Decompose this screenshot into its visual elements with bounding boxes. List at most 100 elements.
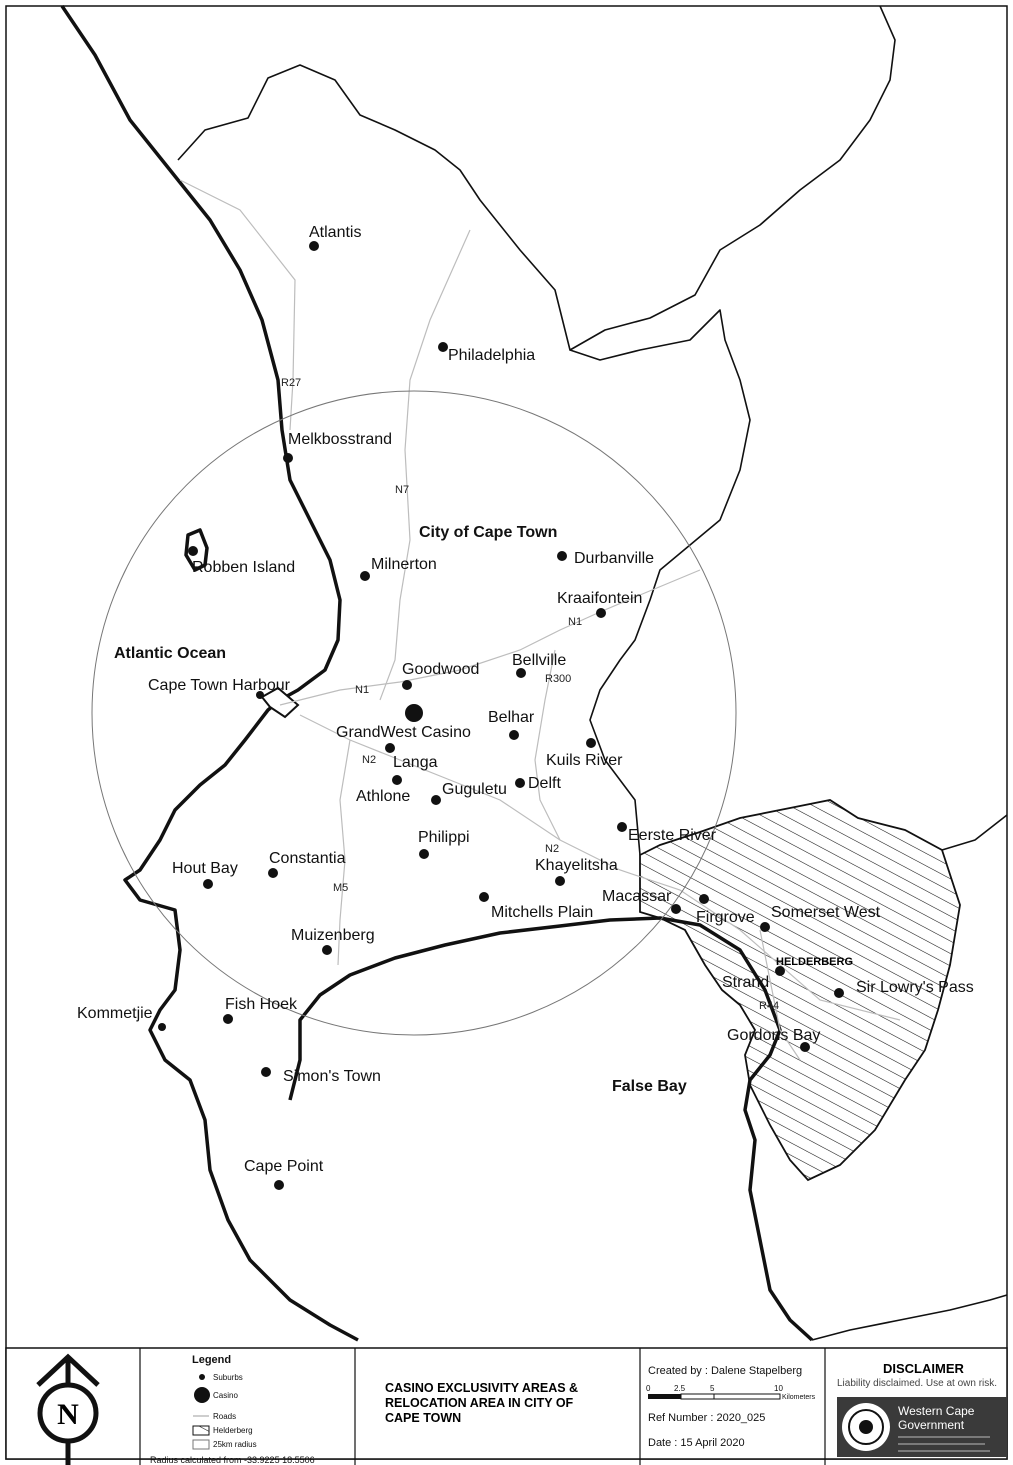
svg-text:N7: N7 [395,484,409,496]
place-grandwest-casino: GrandWest Casino [336,704,471,741]
svg-text:Casino: Casino [213,1391,238,1400]
svg-text:N1: N1 [355,684,369,696]
ref-number: Ref Number : 2020_025 [648,1412,765,1424]
place-melkbosstrand: Melkbosstrand [283,431,392,463]
svg-text:Kommetjie: Kommetjie [77,1005,153,1022]
svg-text:Guguletu: Guguletu [442,781,507,798]
svg-text:Belhar: Belhar [488,709,535,726]
svg-text:Muizenberg: Muizenberg [291,927,375,944]
place-sir-lowrys-pass: Sir Lowry's Pass [834,979,974,998]
svg-text:N2: N2 [545,843,559,855]
label-helderberg: HELDERBERG [776,956,853,968]
svg-text:Firgrove: Firgrove [696,909,755,926]
disclaimer-text: Liability disclaimed. Use at own risk. [837,1378,997,1389]
radius-25km [91,390,737,1036]
place-fish-hoek: Fish Hoek [223,996,298,1024]
place-langa: Langa [385,743,438,771]
svg-text:Goodwood: Goodwood [402,661,479,678]
svg-text:Kraaifontein: Kraaifontein [557,590,642,607]
place-eerste-river: Eerste River [617,822,717,844]
place-simons-town: Simon's Town [261,1067,381,1085]
svg-text:Macassar: Macassar [602,888,672,905]
road-network [179,179,901,1061]
scale-bar: 0 2.5 5 10 Kilometers [646,1384,816,1401]
svg-text:Suburbs: Suburbs [213,1373,243,1382]
false-bay-coastline [288,916,814,1342]
place-muizenberg: Muizenberg [291,927,375,955]
municipal-border-east [569,309,751,856]
place-macassar: Macassar [602,888,681,914]
road-labels: R27 N7 N1 N1 R300 N2 N2 M5 R44 [281,377,779,1012]
svg-text:Mitchells Plain: Mitchells Plain [491,904,593,921]
place-cape-town-harbour: Cape Town Harbour [148,677,291,699]
svg-text:Cape Point: Cape Point [244,1158,324,1175]
harbour-shape [260,686,300,719]
svg-text:R44: R44 [759,1000,779,1012]
place-markers: Atlantis Philadelphia Melkbosstrand Robb… [77,224,974,1190]
svg-text:Sir Lowry's Pass: Sir Lowry's Pass [856,979,974,996]
svg-text:N2: N2 [362,754,376,766]
robben-island-shape [184,528,209,572]
svg-text:5: 5 [710,1384,715,1393]
place-kommetjie: Kommetjie [77,1005,166,1031]
svg-text:Eerste River: Eerste River [628,827,717,844]
svg-text:Cape Town Harbour: Cape Town Harbour [148,677,291,694]
svg-text:Melkbosstrand: Melkbosstrand [288,431,392,448]
svg-text:R300: R300 [545,673,571,685]
svg-text:Government: Government [898,1418,965,1432]
svg-text:Western Cape: Western Cape [898,1404,975,1418]
helderberg-area [639,799,961,1182]
title-block: N Legend Suburbs Casino Roads Helderberg… [5,1347,1008,1465]
place-philadelphia: Philadelphia [438,342,535,364]
svg-text:Kuils River: Kuils River [546,752,623,769]
place-khayelitsha: Khayelitsha [535,857,618,886]
legend: Legend Suburbs Casino Roads Helderberg 2… [150,1354,315,1465]
svg-text:Atlantis: Atlantis [309,224,361,241]
place-hout-bay: Hout Bay [172,860,238,889]
place-delft: Delft [515,775,561,792]
municipal-border [177,5,896,351]
place-somerset-west: Somerset West [760,904,881,932]
svg-text:Philippi: Philippi [418,829,470,846]
svg-text:Simon's Town: Simon's Town [283,1068,381,1085]
place-robben-island: Robben Island [188,546,295,576]
place-strand: Strand [722,966,785,991]
svg-text:Durbanville: Durbanville [574,550,654,567]
svg-text:Somerset West: Somerset West [771,904,881,921]
svg-text:Legend: Legend [192,1354,231,1366]
svg-text:2.5: 2.5 [674,1384,686,1393]
svg-text:N: N [57,1398,79,1431]
regional-border-east [941,814,1008,851]
svg-text:Bellville: Bellville [512,652,566,669]
place-guguletu: Guguletu [431,781,507,805]
date: Date : 15 April 2020 [648,1437,745,1449]
place-philippi: Philippi [418,829,470,859]
svg-text:M5: M5 [333,882,348,894]
svg-text:Langa: Langa [393,754,438,771]
svg-text:Roads: Roads [213,1412,236,1421]
place-kuils-river: Kuils River [546,738,623,769]
svg-text:Philadelphia: Philadelphia [448,347,535,364]
atlantic-coastline [60,5,359,1342]
svg-text:Strand: Strand [722,974,769,991]
place-milnerton: Milnerton [360,556,437,581]
disclaimer-heading: DISCLAIMER [883,1361,965,1376]
svg-text:Radius calculated from -33.922: Radius calculated from -33.9225 18.5506 [150,1455,315,1465]
svg-text:Khayelitsha: Khayelitsha [535,857,618,874]
label-city: City of Cape Town [419,524,557,541]
svg-text:GrandWest Casino: GrandWest Casino [336,724,471,741]
svg-text:Gordons Bay: Gordons Bay [727,1027,820,1044]
svg-text:N1: N1 [568,616,582,628]
svg-text:10: 10 [774,1384,783,1393]
place-goodwood: Goodwood [402,661,479,690]
place-kraaifontein: Kraaifontein [557,590,642,618]
place-firgrove: Firgrove [696,894,755,926]
svg-text:Hout Bay: Hout Bay [172,860,238,877]
place-athlone: Athlone [356,775,410,805]
western-cape-logo: Western Cape Government [837,1397,1007,1457]
svg-text:CAPE TOWN: CAPE TOWN [385,1411,461,1425]
svg-text:Delft: Delft [528,775,561,792]
place-bellville: Bellville [512,652,566,678]
map-title: CASINO EXCLUSIVITY AREAS & [385,1381,578,1395]
